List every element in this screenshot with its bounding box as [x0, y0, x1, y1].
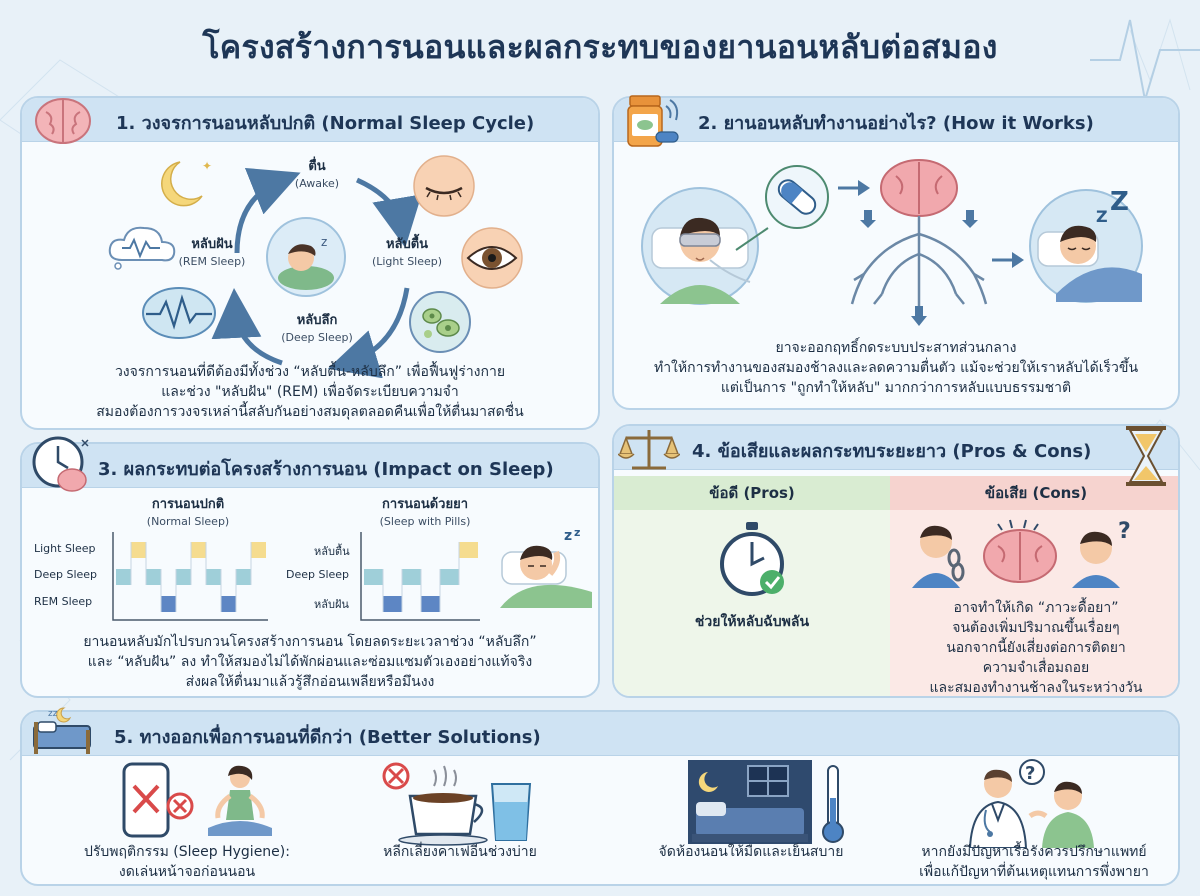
svg-text:z: z — [574, 526, 580, 539]
arrow-right-icon — [838, 180, 870, 196]
hypnogram-axis — [112, 532, 268, 621]
hypnogram-pills — [360, 532, 480, 621]
arrow-right-icon-2 — [992, 252, 1024, 268]
chained-person-icon — [912, 525, 965, 588]
solution-4-text: หากยังมีปัญหาเรื้อรังควรปรึกษาแพทย์ เพื่… — [919, 844, 1149, 880]
no-screen-meditation-icon — [122, 762, 272, 838]
pill-bottle-icon — [627, 95, 679, 147]
page-title: โครงสร้างการนอนและผลกระทบของยานอนหลับต่อ… — [202, 28, 998, 66]
panel1-caption: วงจรการนอนที่ดีต้องมีทั้งช่วง “หลับตื้น-… — [96, 364, 524, 420]
panel-header — [22, 98, 598, 142]
pros-text: ช่วยให้หลับฉับพลัน — [694, 614, 810, 630]
dark-cool-bedroom-icon — [688, 760, 844, 844]
hypnogram-segment — [191, 542, 206, 558]
hypnogram-segment — [459, 542, 478, 558]
hypnogram-segment — [364, 569, 383, 585]
moon-icon: ✦ — [161, 159, 212, 207]
stage-rem-label: หลับฝัน (REM Sleep) — [178, 237, 246, 268]
normal-sleep-title: การนอนปกติ (Normal Sleep) — [146, 497, 230, 528]
pills-sleep-title: การนอนด้วยยา (Sleep with Pills) — [379, 497, 471, 528]
hypnogram-segment — [146, 569, 161, 585]
masked-sleeper-icon — [641, 187, 759, 305]
stage-light-label: หลับตื้น (Light Sleep) — [371, 237, 443, 268]
tired-person-icon: z z — [500, 526, 592, 608]
hypnogram-segment — [206, 569, 221, 585]
svg-text:✦: ✦ — [202, 159, 212, 173]
panel-title: 2. ยานอนหลับทำงานอย่างไร? (How it Works) — [698, 113, 1094, 134]
cycle-arrows — [211, 167, 422, 378]
normal-label-rem: REM Sleep — [34, 595, 93, 608]
svg-text:z: z — [321, 235, 327, 249]
panel-impact-on-sleep: 3. ผลกระทบต่อโครงสร้างการนอน (Impact on … — [20, 442, 600, 698]
panel-header — [22, 712, 1178, 756]
hypnogram-segment — [221, 596, 236, 612]
stressed-brain-icon — [983, 519, 1057, 583]
panel-title: 1. วงจรการนอนหลับปกติ (Normal Sleep Cycl… — [116, 113, 535, 134]
svg-text:?: ? — [1118, 519, 1131, 544]
doctor-consult-icon: ? — [968, 759, 1094, 848]
hypnogram-segment — [176, 569, 191, 585]
panel-how-it-works: 2. ยานอนหลับทำงานอย่างไร? (How it Works) — [612, 96, 1180, 410]
normal-label-deep: Deep Sleep — [34, 568, 98, 581]
svg-text:z: z — [564, 528, 572, 544]
hypnogram-segment — [236, 569, 251, 585]
confused-person-icon: ? — [1072, 519, 1131, 588]
bed-icon: zz — [33, 707, 91, 754]
capsule-icon — [765, 165, 829, 229]
solution-2-text: หลีกเลี่ยงคาเฟอีนช่วงบ่าย — [383, 844, 537, 860]
panel-title: 5. ทางออกเพื่อการนอนที่ดีกว่า (Better So… — [114, 727, 541, 748]
clock-brain-icon — [32, 436, 89, 492]
hypnogram-axis — [360, 532, 480, 621]
hourglass-icon — [1126, 426, 1166, 486]
pill-link-line — [735, 227, 769, 251]
pills-label-light: หลับตื้น — [314, 545, 350, 558]
hypnogram-segment — [440, 569, 459, 585]
scale-icon — [618, 430, 680, 470]
hypnogram-normal — [112, 532, 268, 621]
cell-repair-icon — [409, 291, 471, 353]
hypnogram-segment — [251, 542, 266, 558]
brain-icon — [35, 98, 91, 144]
hypnogram-segment — [402, 569, 421, 585]
solution-3-text: จัดห้องนอนให้มืดและเย็นสบาย — [658, 844, 844, 860]
panel-title: 4. ข้อเสียและผลกระทบระยะยาว (Pros & Cons… — [692, 441, 1092, 462]
pros-header: ข้อดี (Pros) — [614, 476, 890, 510]
panel-title: 3. ผลกระทบต่อโครงสร้างการนอน (Impact on … — [98, 459, 554, 480]
hypnogram-segment — [131, 542, 146, 558]
normal-label-light: Light Sleep — [34, 542, 96, 555]
panel-header — [614, 426, 1178, 470]
stage-deep-label: หลับลึก (Deep Sleep) — [281, 313, 353, 344]
panel2-caption: ยาจะออกฤทธิ์กดระบบประสาทส่วนกลาง ทำให้กา… — [653, 340, 1139, 396]
panel-better-solutions: 5. ทางออกเพื่อการนอนที่ดีกว่า (Better So… — [20, 710, 1180, 886]
dream-cloud-icon — [108, 226, 176, 270]
no-coffee-water-icon — [382, 762, 532, 846]
panel3-caption: ยานอนหลับมักไปรบกวนโครงสร้างการนอน โดยลด… — [83, 634, 537, 690]
pills-label-deep: Deep Sleep — [286, 568, 350, 581]
svg-text:?: ? — [1025, 763, 1035, 784]
svg-text:Z: Z — [1110, 187, 1129, 217]
solution-1-text: ปรับพฤติกรรม (Sleep Hygiene): งดเล่นหน้า… — [84, 844, 290, 880]
open-eye-icon — [461, 227, 523, 289]
closed-eye-icon — [413, 155, 475, 217]
panel-header — [614, 98, 1178, 142]
stage-awake-label: ตื่น (Awake) — [294, 159, 340, 190]
hypnogram-segment — [161, 596, 176, 612]
pills-label-rem: หลับฝัน — [314, 598, 349, 611]
svg-text:Z: Z — [1096, 207, 1108, 226]
panel-header — [22, 444, 598, 488]
brain-nervous-system-icon — [850, 159, 988, 326]
hypnogram-segment — [421, 596, 440, 612]
stopwatch-icon — [720, 522, 784, 596]
brain-wave-icon — [142, 287, 216, 339]
panel-pros-cons: 4. ข้อเสียและผลกระทบระยะยาว (Pros & Cons… — [612, 424, 1180, 698]
cons-text: อาจทำให้เกิด “ภาวะดื้อยา” จนต้องเพิ่มปริ… — [929, 600, 1143, 696]
svg-text:zz: zz — [48, 709, 58, 719]
panel-normal-sleep-cycle: 1. วงจรการนอนหลับปกติ (Normal Sleep Cycl… — [20, 96, 600, 430]
deep-sleeper-icon: Z Z — [1029, 187, 1143, 303]
hypnogram-segment — [116, 569, 131, 585]
hypnogram-segment — [383, 596, 402, 612]
sleeping-person-icon: z — [266, 217, 346, 297]
